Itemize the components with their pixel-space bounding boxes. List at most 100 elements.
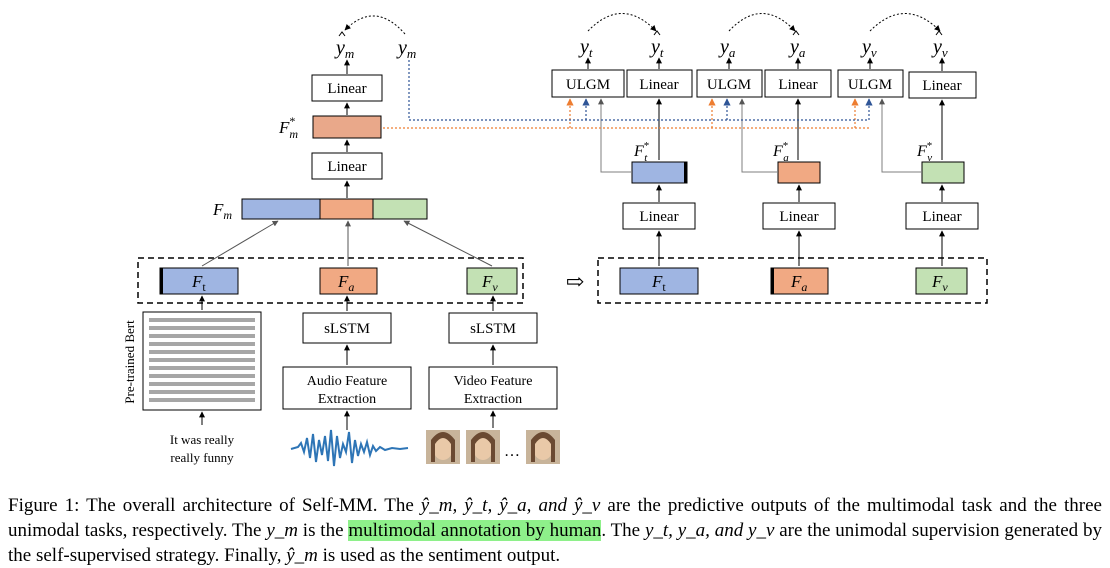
svg-text:Ft: Ft bbox=[651, 272, 666, 294]
yv-dotted-curve bbox=[869, 13, 941, 32]
svg-text:ya: ya bbox=[718, 36, 736, 60]
caption-part6: is used as the sentiment output. bbox=[317, 545, 561, 566]
fv-sub: v bbox=[492, 280, 498, 294]
fm-label: F bbox=[212, 200, 224, 219]
fa-star-sup: * bbox=[783, 140, 789, 152]
audio-ulgm-label: ULGM bbox=[707, 77, 751, 93]
y-hat-t-label: y bbox=[649, 36, 660, 58]
audio-linear-box bbox=[762, 202, 836, 230]
m-linear-label: Linear bbox=[327, 81, 366, 97]
m-linear-box bbox=[311, 74, 383, 102]
right-video-feature-box bbox=[915, 267, 968, 295]
fm-star-sub: m bbox=[289, 127, 298, 141]
ym-dotted-curve bbox=[344, 15, 406, 35]
right-fa-sub: a bbox=[801, 280, 807, 294]
audio-extraction-line2: Extraction bbox=[318, 392, 376, 407]
fv-label: F bbox=[481, 272, 493, 291]
ft-label: F bbox=[191, 272, 203, 291]
fv-star-box bbox=[921, 161, 965, 184]
ft-sub: t bbox=[202, 280, 206, 294]
audio-extraction-line1: Audio Feature bbox=[307, 374, 387, 389]
y-hat-v-sub: v bbox=[942, 45, 948, 60]
video-frame-3 bbox=[526, 430, 560, 464]
fv-star-sub: v bbox=[927, 152, 932, 164]
feature-group-left bbox=[137, 257, 524, 304]
svg-text:Fm: Fm bbox=[212, 200, 232, 222]
video-slstm-label: sLSTM bbox=[470, 321, 516, 337]
fa-star-box bbox=[777, 161, 821, 184]
svg-text:Fa: Fa bbox=[337, 272, 354, 294]
fa-label: F bbox=[337, 272, 349, 291]
svg-text:Ft: Ft bbox=[191, 272, 206, 294]
right-text-feature-box bbox=[619, 267, 699, 295]
fm-video-part bbox=[372, 198, 428, 220]
y-hat-a-sub: a bbox=[799, 45, 806, 60]
yt-dotted-curve bbox=[587, 13, 657, 32]
caption-part3: is the bbox=[297, 520, 349, 541]
audio-ulgm-box bbox=[696, 69, 763, 98]
video-extraction-line2: Extraction bbox=[464, 392, 522, 407]
audio-out-linear-label: Linear bbox=[778, 77, 817, 93]
audio-waveform bbox=[290, 429, 409, 467]
fv-star-sup: * bbox=[927, 140, 933, 152]
video-frames-ellipsis: … bbox=[504, 443, 520, 460]
ft-star-label: F bbox=[633, 143, 644, 160]
caption-part5: are the unimodal supervision generated b… bbox=[8, 520, 1102, 566]
fm-star-box bbox=[312, 115, 382, 139]
svg-text:yt: yt bbox=[649, 36, 664, 60]
text-out-linear-label: Linear bbox=[639, 77, 678, 93]
fv-star-label: F bbox=[916, 143, 927, 160]
video-extraction-box bbox=[428, 366, 558, 410]
audio-feature-box bbox=[319, 267, 378, 295]
fm-linear-box bbox=[311, 152, 383, 180]
right-ft-label: F bbox=[651, 272, 663, 291]
ft-star-sub: t bbox=[644, 152, 648, 164]
svg-text:yv: yv bbox=[860, 36, 877, 60]
bert-label: Pre-trained Bert bbox=[122, 320, 137, 404]
audio-slstm-box bbox=[302, 312, 392, 344]
ft-star-box bbox=[631, 161, 688, 184]
fa-star-label: F bbox=[772, 143, 783, 160]
caption-part4: . The bbox=[601, 520, 645, 541]
caption-part2: are the predictive outputs of the multim… bbox=[8, 495, 1102, 541]
text-out-linear-box bbox=[626, 69, 693, 98]
y-v-label: y bbox=[860, 36, 871, 58]
video-frame-1 bbox=[426, 430, 460, 464]
svg-text:F*m: F*m bbox=[278, 114, 298, 141]
caption-math-1: ŷ_m, ŷ_t, ŷ_a, and ŷ_v bbox=[420, 495, 601, 516]
svg-text:ya: ya bbox=[788, 36, 806, 60]
fa-sub: a bbox=[348, 280, 354, 294]
right-fv-sub: v bbox=[942, 280, 948, 294]
right-fa-label: F bbox=[790, 272, 802, 291]
fm-star-label: F bbox=[278, 118, 290, 137]
svg-text:Fv: Fv bbox=[931, 272, 948, 294]
video-ulgm-label: ULGM bbox=[848, 77, 892, 93]
audio-linear-label: Linear bbox=[779, 209, 818, 225]
ft-star-sup: * bbox=[644, 140, 650, 152]
y-hat-m-sub: m bbox=[345, 46, 354, 61]
caption-math-3: y_t, y_a, and y_v bbox=[644, 520, 775, 541]
svg-text:F*v: F*v bbox=[916, 140, 932, 164]
svg-text:ym: ym bbox=[334, 37, 354, 61]
svg-text:yv: yv bbox=[931, 36, 948, 60]
architecture-diagram: Ft Fa Fv Pre-trained Bert It was really … bbox=[122, 13, 988, 467]
fm-sub: m bbox=[223, 208, 232, 222]
right-ft-sub: t bbox=[662, 280, 666, 294]
caption-math-4: ŷ_m bbox=[286, 545, 318, 566]
caption-part1: Figure 1: The overall architecture of Se… bbox=[8, 495, 421, 516]
text-ulgm-box bbox=[551, 69, 625, 98]
figure-caption: Figure 1: The overall architecture of Se… bbox=[8, 493, 1102, 568]
y-hat-a-label: y bbox=[788, 36, 799, 58]
audio-slstm-label: sLSTM bbox=[324, 321, 370, 337]
video-extraction-line1: Video Feature bbox=[454, 374, 533, 389]
right-fv-label: F bbox=[931, 272, 943, 291]
y-t-sub: t bbox=[589, 45, 593, 60]
y-hat-v-label: y bbox=[931, 36, 942, 58]
text-linear-box bbox=[622, 202, 696, 230]
y-v-sub: v bbox=[871, 45, 877, 60]
video-linear-box bbox=[905, 202, 979, 230]
video-ulgm-box bbox=[837, 69, 904, 98]
y-a-sub: a bbox=[729, 45, 736, 60]
y-hat-t-sub: t bbox=[660, 45, 664, 60]
text-ulgm-label: ULGM bbox=[566, 77, 610, 93]
